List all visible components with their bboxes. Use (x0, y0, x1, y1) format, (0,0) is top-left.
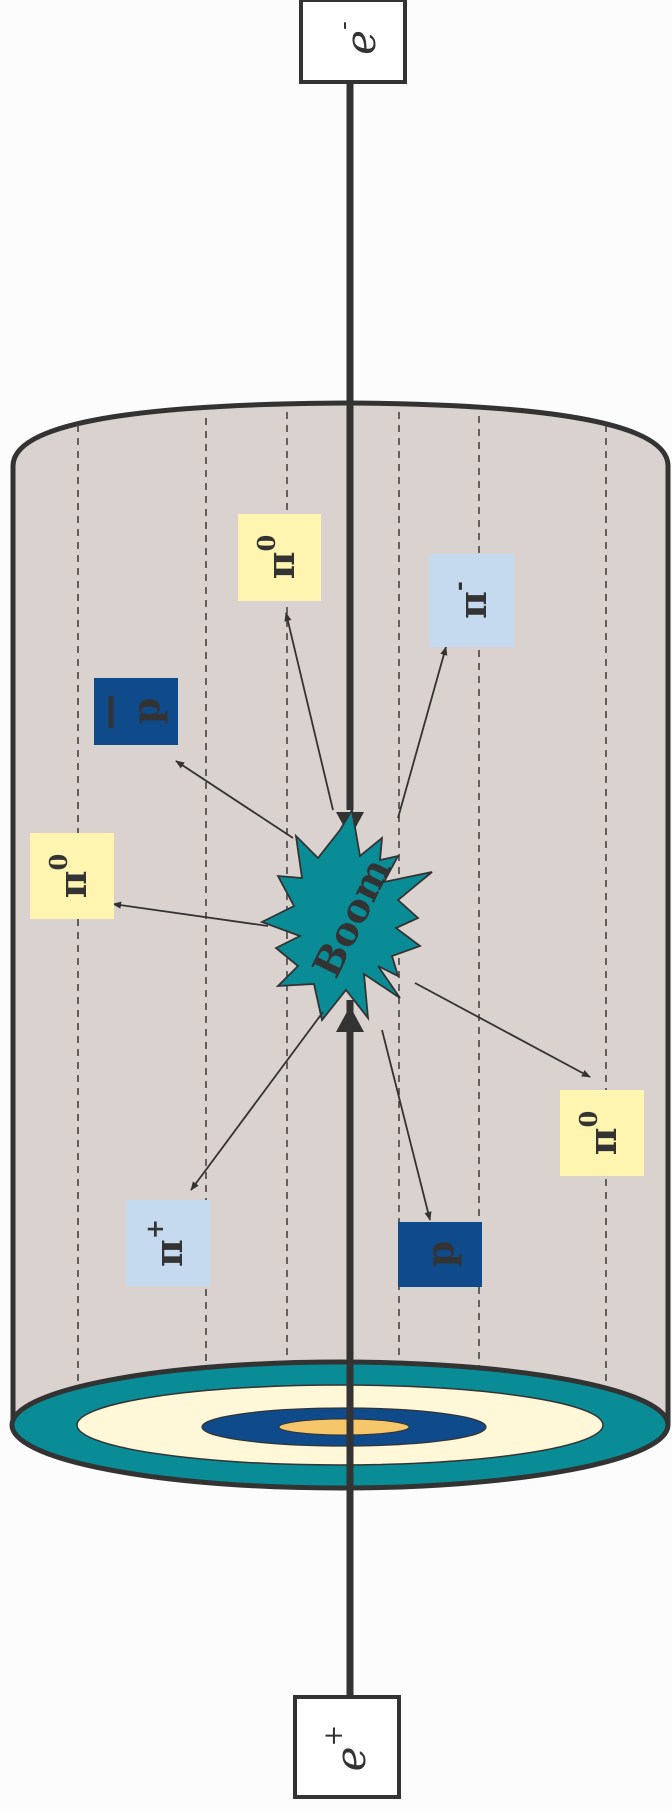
electron-label: e- (329, 21, 385, 55)
track-pi0-left (112, 901, 269, 927)
particle-antiproton-label: p (124, 698, 169, 725)
particle-pi-plus: π+ (126, 1200, 210, 1286)
particle-proton-label: p (418, 1241, 463, 1268)
particle-pi-minus: π- (429, 554, 514, 647)
detector-end-cap (9, 1359, 671, 1491)
beam-line (336, 82, 364, 1697)
particle-pi0-right-label: π0 (574, 1111, 625, 1156)
track-proton (381, 1029, 432, 1221)
electron-beam-box: e- (299, 0, 407, 84)
track-pi0-right (414, 982, 591, 1078)
collision-burst: Boom (259, 807, 433, 1023)
particle-proton: p (398, 1222, 482, 1287)
track-pi-minus (397, 646, 448, 819)
particle-tracks (112, 612, 591, 1221)
particle-antiproton: p (94, 678, 178, 745)
track-pi-plus (190, 1011, 324, 1191)
particle-pi0-left: π0 (30, 833, 114, 919)
positron-beam-box: e+ (293, 1695, 401, 1799)
particle-pi0-right: π0 (560, 1090, 644, 1176)
particle-pi0-left-label: π0 (44, 854, 95, 899)
track-pi0-top (284, 612, 334, 811)
positron-label: e+ (319, 1725, 375, 1772)
particle-pi-minus-label: π- (444, 581, 495, 619)
particle-pi0-top-label: π0 (252, 535, 303, 580)
track-antiproton (175, 760, 294, 839)
particle-pi0-top: π0 (238, 514, 321, 601)
particle-pi-plus-label: π+ (140, 1219, 191, 1267)
